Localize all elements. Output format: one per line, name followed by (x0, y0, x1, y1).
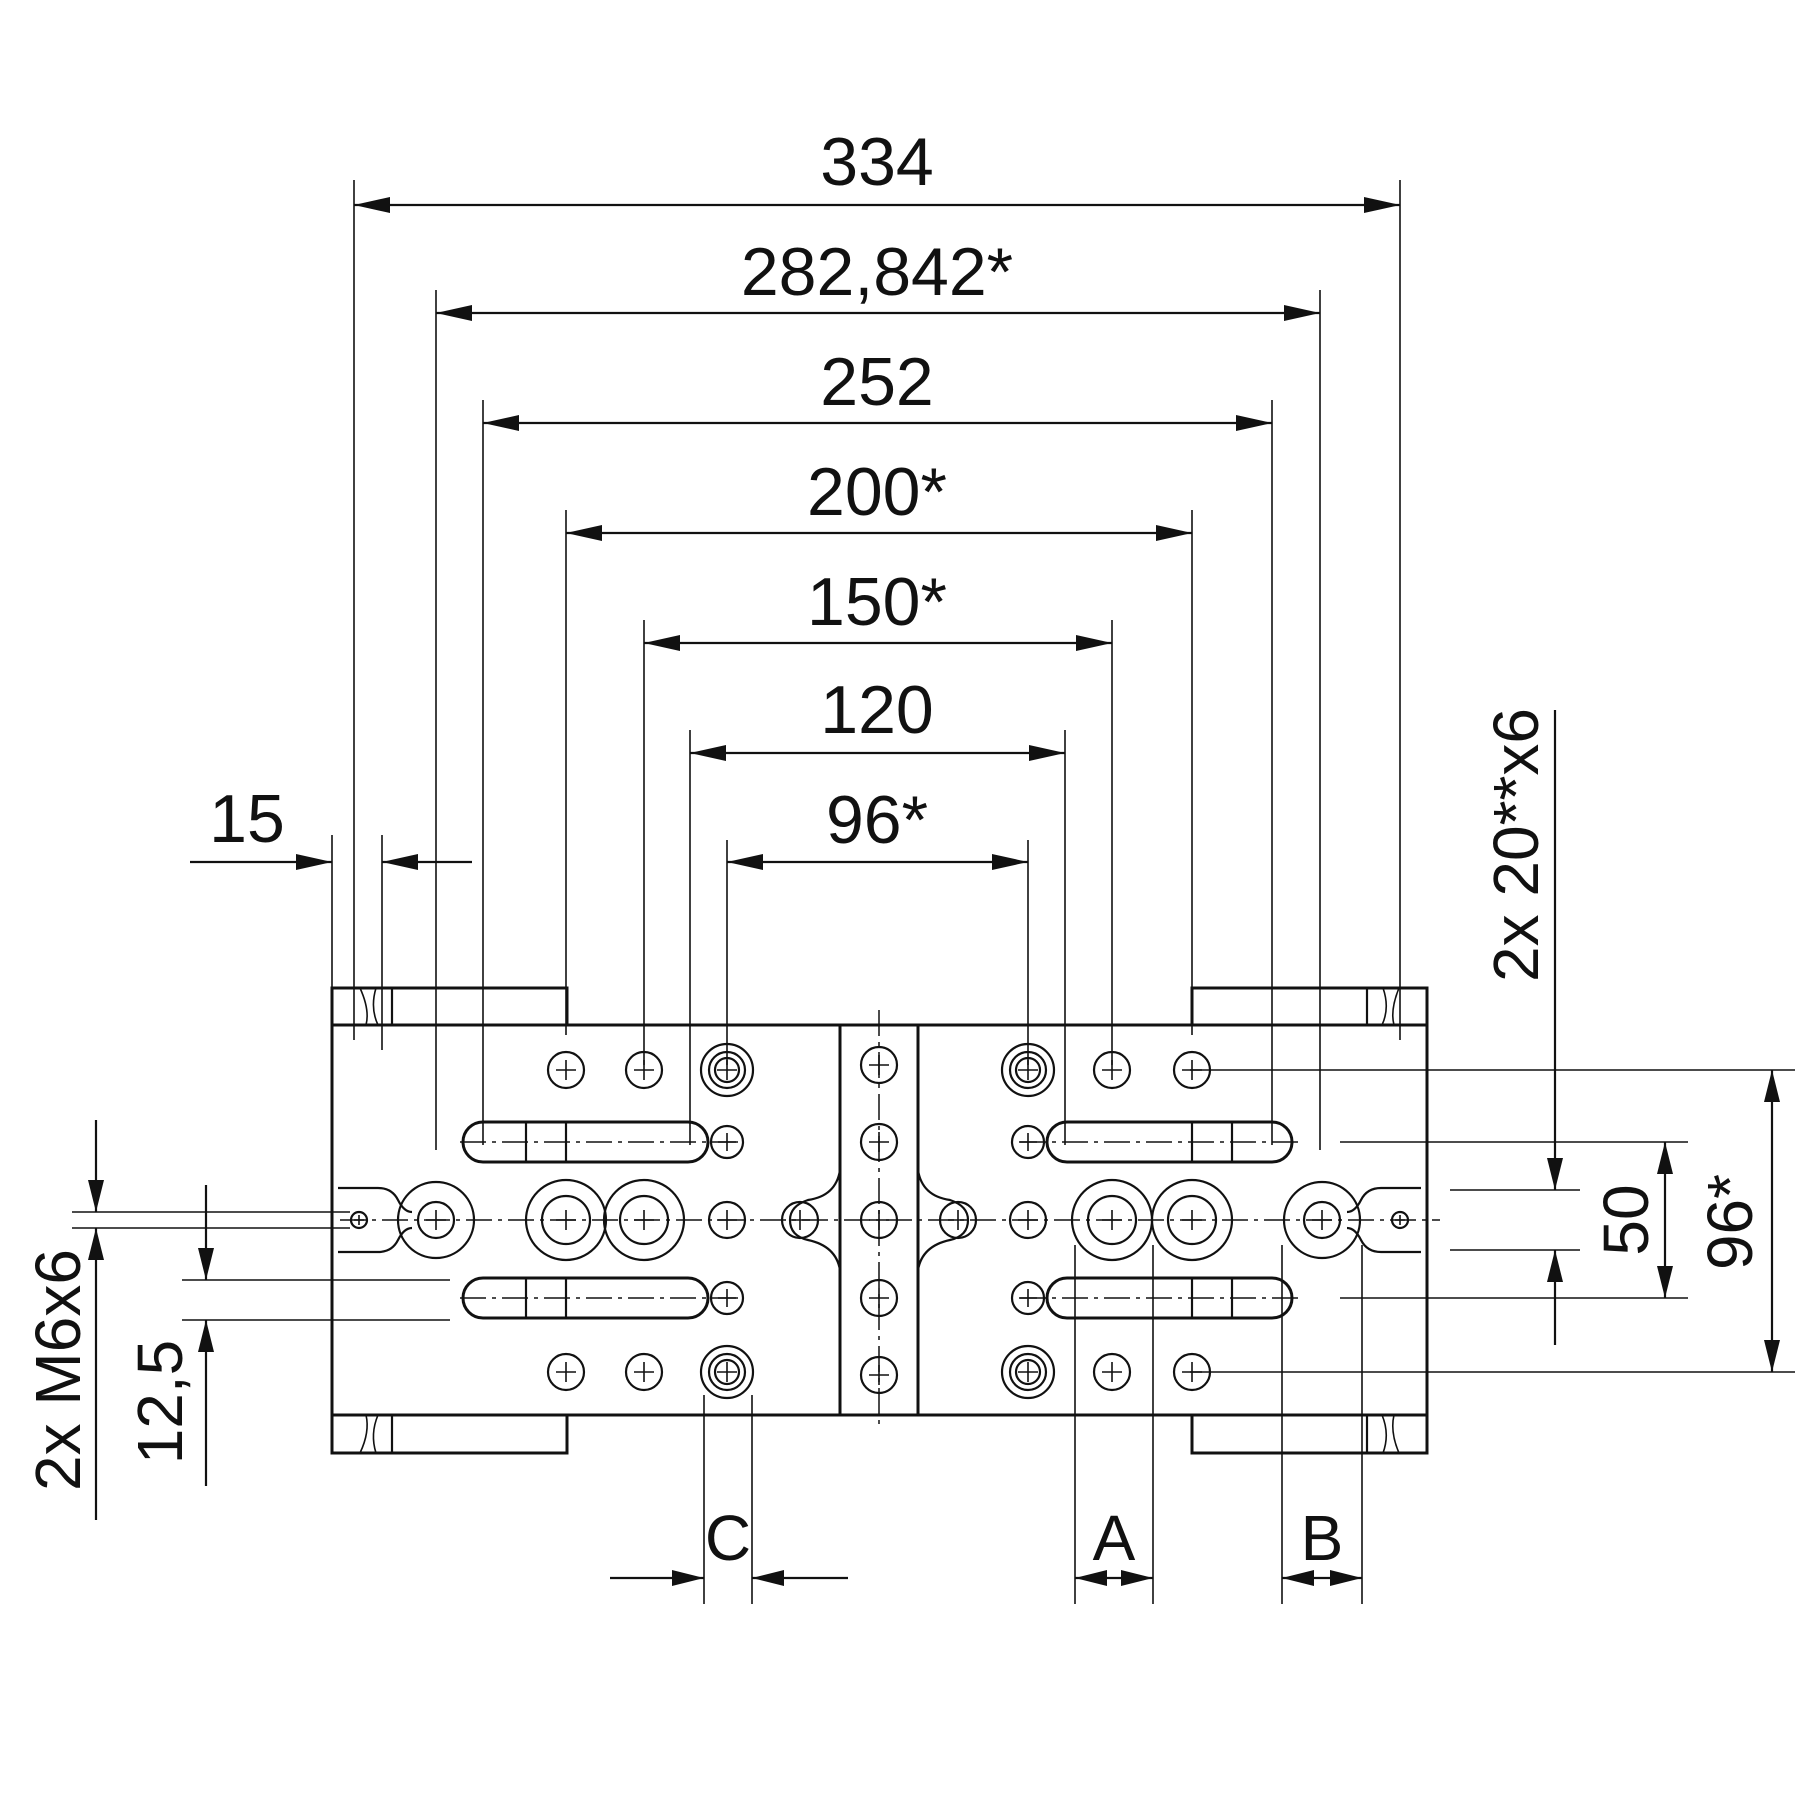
hole-rail-2 (859, 1278, 899, 1318)
hole-bottom-5 (1092, 1352, 1132, 1392)
slot-lower-left (461, 1276, 710, 1320)
hole-rail-0 (859, 1045, 899, 1085)
hole-center-left-1 (396, 1180, 476, 1260)
end-lug-left (338, 1186, 413, 1254)
dim-label-200: 200* (807, 454, 947, 530)
dim-200 (566, 525, 1192, 541)
label-96-vertical: 96* (1694, 1174, 1766, 1270)
dim-96-vertical: 96* (1190, 1069, 1795, 1373)
label-12-5: 12,5 (124, 1340, 196, 1465)
hole-center-right-1 (1282, 1180, 1362, 1260)
extension-lines (353, 180, 1401, 1150)
label-m6: 2x M6x6 (22, 1249, 94, 1491)
hole-slot-end-left-0 (709, 1124, 745, 1160)
hole-top-4 (1000, 1042, 1056, 1098)
hole-lug-left (349, 1210, 369, 1230)
dim-label-15: 15 (209, 781, 285, 857)
dim-12-5: 12,5 (124, 1185, 450, 1486)
part-body (330, 986, 1440, 1455)
hole-lug-right (1390, 1210, 1410, 1230)
dim-252 (483, 415, 1272, 431)
slot-upper-left (461, 1120, 710, 1164)
dim-label-120: 120 (820, 672, 933, 748)
dim-label-334: 334 (820, 124, 933, 200)
horizontal-dimensions: 334 282,842* 252 200* 150* 120 96* (353, 124, 1401, 1150)
hole-bottom-4 (1000, 1344, 1056, 1400)
dim-2x20: 2x 20**x6 (1450, 708, 1580, 1345)
dim-label-150: 150* (807, 564, 947, 640)
hole-top-5 (1092, 1050, 1132, 1090)
hole-slot-end-left-1 (709, 1280, 745, 1316)
dim-a: A (1074, 1245, 1154, 1604)
hole-center-right-5 (938, 1200, 978, 1240)
label-b: B (1301, 1502, 1344, 1574)
slot-upper-right (1045, 1120, 1294, 1164)
hole-center-right-4 (1008, 1200, 1048, 1240)
dim-c: C (610, 1395, 848, 1604)
dim-50: 50 (1340, 1141, 1688, 1299)
hole-bottom-2 (624, 1352, 664, 1392)
end-lug-right (1346, 1186, 1421, 1254)
hole-rail-1 (859, 1122, 899, 1162)
hole-slot-end-right-0 (1010, 1124, 1046, 1160)
hole-center-right-2 (1150, 1178, 1234, 1262)
dim-150 (644, 635, 1112, 651)
dim-334 (354, 197, 1400, 213)
slot-lower-right (1045, 1276, 1294, 1320)
hole-center-left-4 (707, 1200, 747, 1240)
hole-center-mid (859, 1200, 899, 1240)
dim-b: B (1281, 1245, 1363, 1604)
hole-top-1 (546, 1050, 586, 1090)
hole-rail-3 (859, 1355, 899, 1395)
dim-m6: 2x M6x6 (22, 1120, 350, 1520)
label-50: 50 (1590, 1184, 1662, 1255)
label-c: C (705, 1502, 751, 1574)
hole-slot-end-right-1 (1010, 1280, 1046, 1316)
dim-label-96: 96* (826, 782, 928, 858)
label-a: A (1093, 1502, 1136, 1574)
dim-label-252: 252 (820, 344, 933, 420)
hole-top-3 (699, 1042, 755, 1098)
hole-bottom-3 (699, 1344, 755, 1400)
dim-120 (690, 745, 1065, 761)
hole-top-2 (624, 1050, 664, 1090)
hole-bottom-1 (546, 1352, 586, 1392)
dim-label-282842: 282,842* (741, 234, 1013, 310)
label-2x20: 2x 20**x6 (1480, 708, 1552, 982)
dim-282842 (436, 305, 1320, 321)
dim-96 (727, 854, 1028, 870)
hole-center-left-5 (780, 1200, 820, 1240)
hole-center-left-2 (524, 1178, 608, 1262)
hole-center-left-3 (602, 1178, 686, 1262)
dim-15: 15 (190, 781, 472, 1050)
